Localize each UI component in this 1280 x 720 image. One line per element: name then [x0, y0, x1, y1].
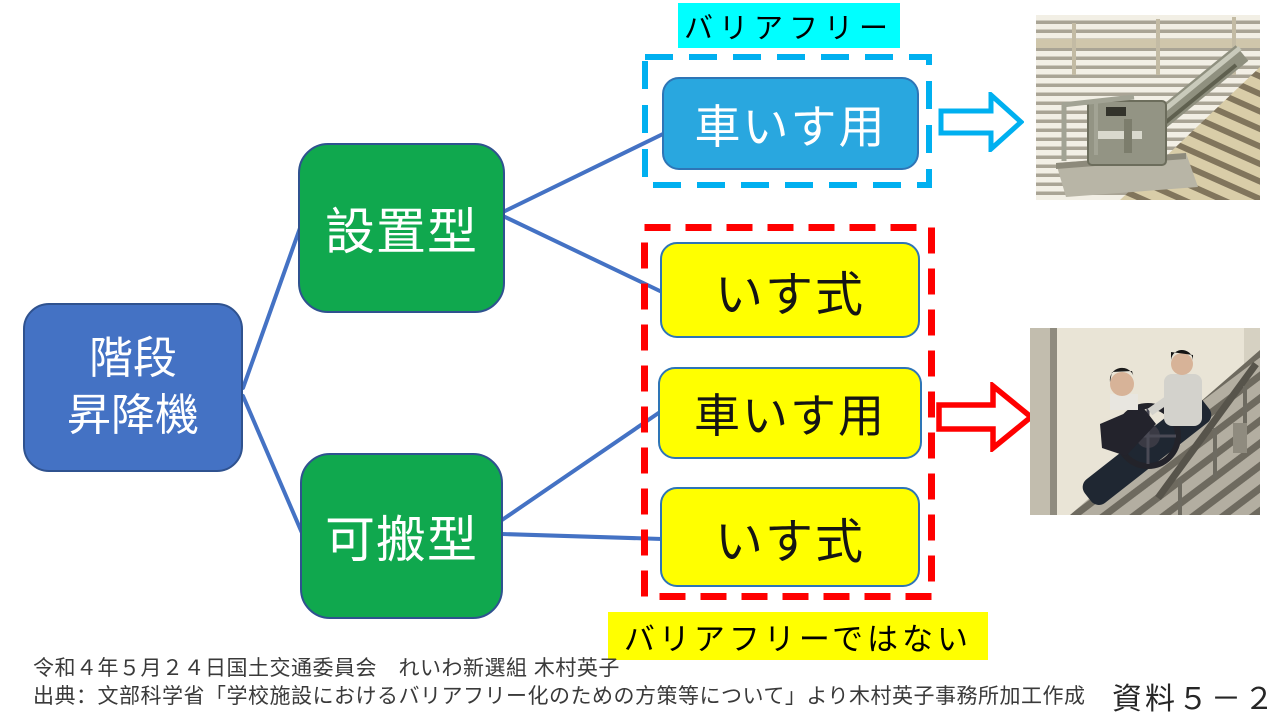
arrow-right-icon-red	[936, 382, 1034, 452]
node-portable-type: 可搬型	[300, 453, 503, 619]
arrow-right-icon-cyan	[938, 92, 1024, 152]
connector-installed-to-chair	[501, 214, 664, 294]
connector-root-to-installed	[241, 226, 302, 390]
node-label: いす式	[714, 269, 865, 322]
connector-installed-to-wheelchair	[501, 131, 667, 214]
node-label: 車いす用	[694, 100, 887, 153]
photo-portable-stairclimber-image	[1030, 328, 1260, 515]
node-stair-lift-root: 階段 昇降機	[23, 303, 243, 472]
connector-portable-to-chair	[500, 532, 664, 541]
photo-installed-stairlift-image	[1036, 15, 1260, 200]
node-installed-type: 設置型	[298, 143, 505, 313]
connector-root-to-portable	[241, 394, 304, 535]
barrier-free-group-border	[642, 54, 932, 188]
node-label: 可搬型	[325, 512, 478, 568]
footer-line2: 出典：文部科学省「学校施設におけるバリアフリー化のための方策等について」より木村…	[33, 685, 1086, 708]
footer-line1: 令和４年５月２４日国土交通委員会 れいわ新選組 木村英子	[33, 657, 620, 680]
not-barrier-free-group-border	[641, 224, 935, 600]
connector-portable-to-wheelchair	[500, 410, 662, 522]
photo-installed-stairlift	[1036, 15, 1260, 200]
not-barrier-free-label: バリアフリーではない	[608, 612, 988, 660]
node-label: いす式	[714, 516, 865, 569]
node-installed-wheelchair: 車いす用	[662, 77, 919, 170]
photo-portable-stairclimber	[1030, 328, 1260, 515]
node-label-line2: 昇降機	[67, 390, 199, 440]
document-number: 資料５－２	[1112, 683, 1277, 716]
node-label-line1: 階段	[89, 334, 177, 384]
footer-credits: 令和４年５月２４日国土交通委員会 れいわ新選組 木村英子 出典：文部科学省「学校…	[33, 655, 1085, 711]
node-portable-wheelchair: 車いす用	[658, 367, 922, 459]
node-portable-chair: いす式	[660, 487, 920, 587]
barrier-free-label: バリアフリー	[678, 3, 900, 48]
node-label: 設置型	[325, 204, 478, 260]
node-label: 車いす用	[694, 390, 886, 442]
node-installed-chair: いす式	[660, 242, 920, 338]
